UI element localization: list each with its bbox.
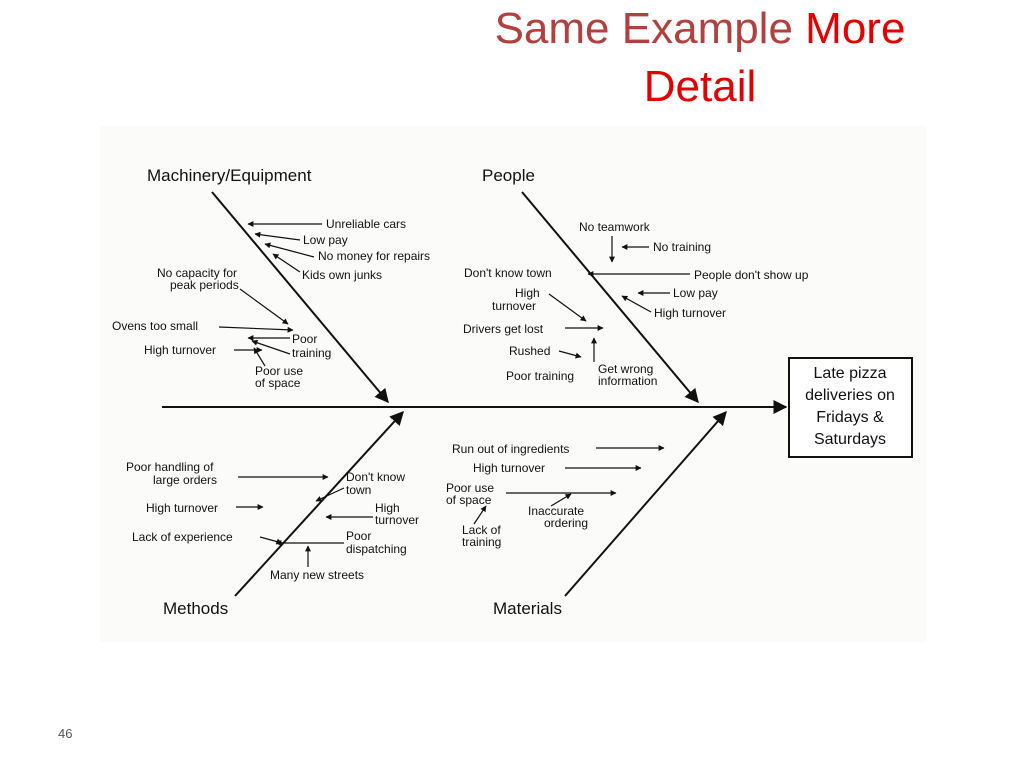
cause-label: of space — [446, 493, 492, 507]
cause-label: Don't know town — [464, 266, 552, 280]
effect-line-4: Saturdays — [814, 431, 886, 448]
cause-label: Kids own junks — [302, 268, 382, 282]
cause-label: High — [515, 286, 540, 300]
cause-label: No money for repairs — [318, 249, 430, 263]
effect-box — [788, 357, 913, 458]
cause-label: Ovens too small — [112, 319, 198, 333]
cause-label: town — [346, 483, 371, 497]
cause-label: Drivers get lost — [463, 322, 544, 336]
cause-label: High turnover — [146, 501, 218, 515]
fishbone-diagram: Late pizza deliveries on Fridays & Satur… — [112, 166, 913, 618]
fishbone-figure: Late pizza deliveries on Fridays & Satur… — [100, 126, 926, 642]
bone-methods — [234, 410, 404, 597]
cause-label: Low pay — [303, 233, 348, 247]
cause-label: turnover — [492, 299, 536, 313]
cause-label: training — [462, 535, 501, 549]
cause-arrow — [550, 493, 572, 507]
cause-label: ordering — [544, 516, 588, 530]
cause-arrow — [254, 231, 301, 241]
cause-arrow — [264, 242, 315, 258]
cause-label: information — [598, 374, 657, 388]
cause-arrow — [272, 253, 301, 273]
cause-label: Get wrong — [598, 362, 653, 376]
cause-label: Don't know — [346, 470, 405, 484]
cause-label: Run out of ingredients — [452, 442, 569, 456]
cause-label: turnover — [375, 513, 419, 527]
cause-arrow — [548, 293, 587, 322]
title-part-normal: Same Example — [494, 4, 793, 53]
cause-label: Many new streets — [270, 568, 364, 582]
cause-label: Poor use — [255, 364, 303, 378]
cause-label: Poor use — [446, 481, 494, 495]
cause-label: Low pay — [673, 286, 718, 300]
category-people: People — [482, 166, 535, 185]
cause-label: Lack of — [462, 523, 501, 537]
slide-number: 46 — [58, 726, 73, 741]
cause-arrow — [218, 326, 294, 333]
cause-label: peak periods — [170, 278, 239, 292]
effect-line-2: deliveries on — [805, 387, 895, 404]
title-part-emphasis: More — [805, 4, 906, 53]
cause-label: High — [375, 501, 400, 515]
cause-arrow — [315, 487, 345, 502]
cause-arrow — [239, 288, 289, 325]
cause-arrow — [473, 505, 487, 525]
effect-line-3: Fridays & — [816, 409, 884, 426]
cause-arrow — [251, 339, 291, 355]
cause-arrow — [558, 350, 582, 359]
cause-label: dispatching — [346, 542, 407, 556]
category-methods: Methods — [163, 599, 228, 618]
cause-label: High turnover — [654, 306, 726, 320]
cause-label: Lack of experience — [132, 530, 233, 544]
cause-arrow — [259, 536, 283, 545]
cause-label: Unreliable cars — [326, 217, 406, 231]
cause-label: No capacity for — [157, 266, 237, 280]
bone-people — [521, 191, 699, 404]
cause-label: Poor training — [506, 369, 574, 383]
cause-label: Inaccurate — [528, 504, 584, 518]
bone-materials — [564, 410, 727, 597]
cause-label: Poor — [292, 332, 317, 346]
category-machinery: Machinery/Equipment — [147, 166, 312, 185]
effect-line-1: Late pizza — [814, 365, 887, 382]
title-line-2: Detail — [643, 62, 757, 111]
cause-label: People don't show up — [694, 268, 809, 282]
cause-label: No training — [653, 240, 711, 254]
cause-label: High turnover — [473, 461, 545, 475]
cause-label: Poor — [346, 529, 371, 543]
cause-label: large orders — [153, 473, 217, 487]
cause-label: Poor handling of — [126, 460, 214, 474]
cause-arrow — [621, 295, 652, 313]
cause-arrow — [253, 347, 266, 367]
cause-label: High turnover — [144, 343, 216, 357]
cause-label: of space — [255, 376, 301, 390]
category-materials: Materials — [493, 599, 562, 618]
cause-label: No teamwork — [579, 220, 651, 234]
cause-label: training — [292, 346, 331, 360]
bone-machinery — [211, 191, 389, 404]
cause-label: Rushed — [509, 344, 550, 358]
